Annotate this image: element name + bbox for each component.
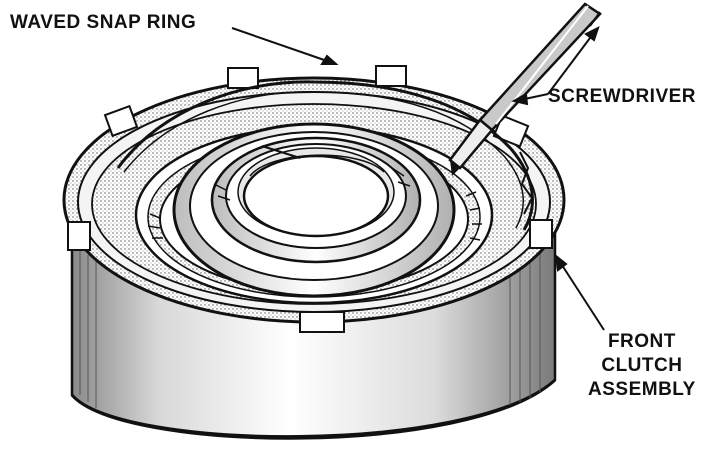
waved-snap-ring <box>116 80 534 231</box>
front-clutch-label-line3: ASSEMBLY <box>588 379 696 400</box>
screwdriver-label: SCREWDRIVER <box>548 86 697 107</box>
leader-lines <box>231 11 605 331</box>
front-clutch-label-line1: FRONT <box>607 331 676 352</box>
front-clutch-label-line2: CLUTCH <box>601 355 683 376</box>
front-clutch-assembly-label: FRONT CLUTCH ASSEMBLY <box>588 330 696 402</box>
piston-hub <box>172 122 456 298</box>
waved-snap-ring-label: WAVED SNAP RING <box>10 12 197 33</box>
screwdriver <box>448 2 602 176</box>
